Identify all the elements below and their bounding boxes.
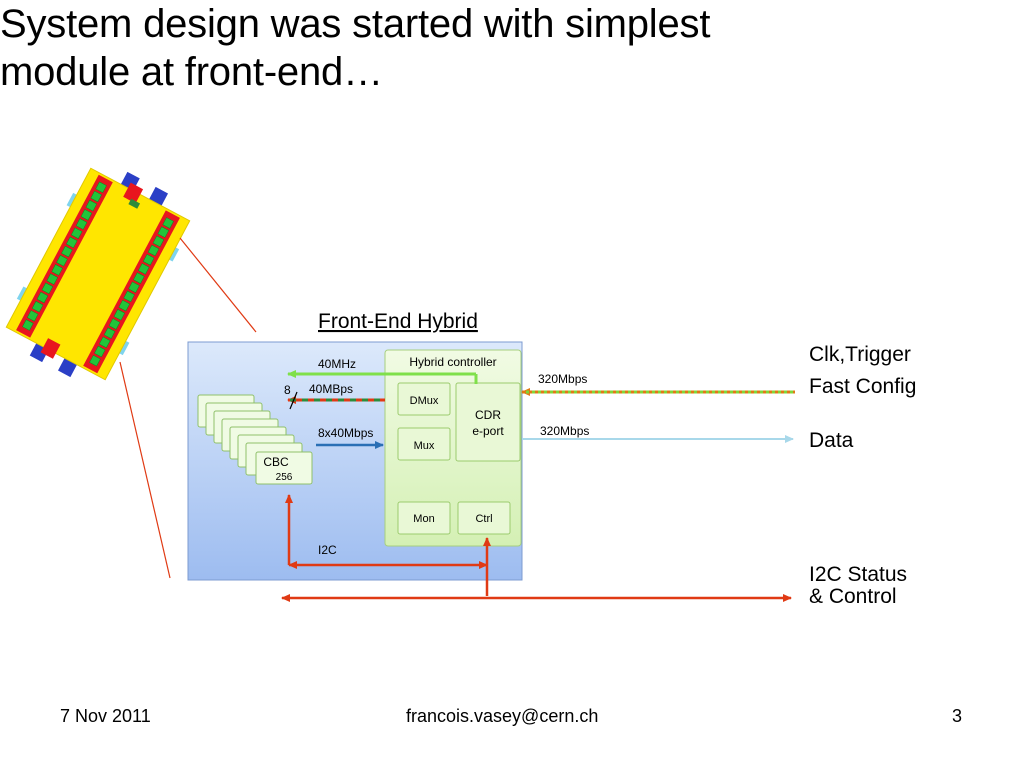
module-chip — [108, 318, 121, 330]
module-chip — [26, 310, 39, 322]
module-chip — [36, 291, 49, 304]
slide-title-line-2: module at front-end… — [0, 50, 383, 94]
module-chip — [90, 190, 102, 203]
module-chip — [123, 290, 135, 303]
hybrid-controller-label: Hybrid controller — [409, 355, 496, 369]
cdr-block — [455, 382, 521, 462]
zoom-line-top — [179, 237, 257, 333]
i2c-label: I2C — [318, 543, 337, 557]
cbc-channel-count: 256 — [276, 472, 293, 483]
module-chip-column-left — [22, 181, 107, 331]
module-chip — [157, 226, 170, 238]
i2c-status-label: I2C Status — [809, 563, 908, 586]
module-chip — [46, 273, 58, 285]
module-chip — [94, 345, 106, 358]
cbc-label: CBC — [263, 455, 289, 469]
module-chip — [56, 255, 68, 267]
footer-email: francois.vasey@cern.ch — [406, 706, 599, 726]
zoom-line-bottom — [119, 361, 171, 579]
mux-block — [397, 427, 451, 461]
module-chip — [138, 263, 150, 275]
module-chip — [103, 327, 116, 339]
module-chip — [118, 299, 130, 312]
ctrl-label: Ctrl — [475, 513, 492, 525]
cbc-chip-front — [255, 451, 313, 485]
detector-module-illustration — [5, 167, 191, 381]
hybrid-title: Front-End Hybrid — [318, 310, 478, 333]
module-chip — [51, 264, 63, 276]
dmux-label: DMux — [410, 395, 439, 407]
module-chip — [128, 281, 140, 293]
clock-rate-label: 40MHz — [318, 357, 356, 371]
cbc-data-rate-label: 8x40Mbps — [318, 426, 373, 440]
downlink-rate-label: 320Mbps — [538, 372, 587, 386]
mux-label: Mux — [414, 440, 435, 452]
fast-config-label: Fast Config — [809, 375, 917, 398]
cdr-label: CDR — [475, 408, 501, 422]
module-chip — [113, 309, 126, 321]
uplink-rate-label: 320Mbps — [540, 424, 589, 438]
data-label: Data — [809, 429, 854, 452]
module-chip — [61, 245, 73, 258]
page-number: 3 — [952, 706, 963, 726]
module-chip-column-right — [89, 217, 174, 367]
module-chip — [66, 236, 78, 249]
module-chip — [95, 181, 107, 194]
module-chip — [162, 217, 174, 229]
clk-trigger-label: Clk,Trigger — [809, 343, 911, 366]
module-chip — [22, 319, 34, 331]
slide-title: System design was started with simplest … — [0, 0, 840, 96]
mon-block — [397, 501, 451, 535]
module-chip — [75, 218, 88, 230]
module-chip — [147, 244, 160, 257]
slide-title-line-1: System design was started with simplest — [0, 2, 711, 46]
module-chip — [41, 282, 54, 295]
module-chip — [85, 199, 98, 212]
bus-width-label: 8 — [284, 383, 291, 397]
ctrl-block — [457, 501, 511, 535]
module-chip — [80, 209, 93, 221]
module-chip — [142, 253, 155, 266]
module-chip — [31, 300, 44, 313]
module-chip — [98, 336, 111, 349]
bus-width-slash — [289, 391, 298, 410]
module-chip — [89, 354, 101, 367]
module-chip — [152, 235, 165, 248]
control-label: & Control — [809, 585, 897, 608]
config-rate-label: 40MBps — [309, 382, 353, 396]
footer-date: 7 Nov 2011 — [60, 706, 151, 726]
module-chip — [70, 227, 83, 239]
mon-label: Mon — [413, 513, 434, 525]
eport-label: e-port — [472, 424, 504, 438]
dmux-block — [397, 382, 451, 416]
module-chip — [133, 272, 145, 284]
